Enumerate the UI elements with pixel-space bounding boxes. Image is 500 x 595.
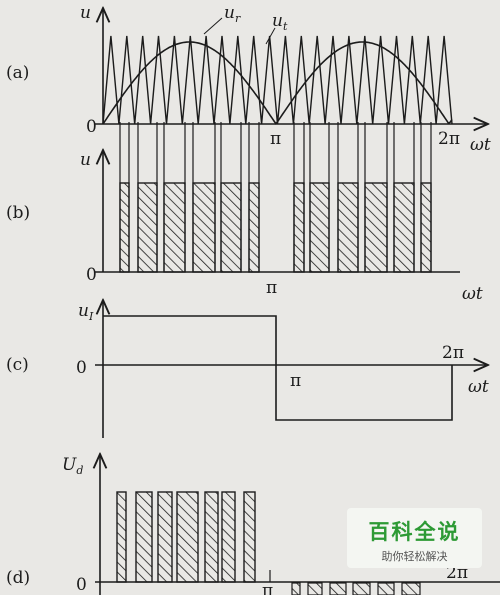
ref-leader-line [203, 17, 223, 35]
pwm-pulse [220, 182, 242, 273]
carrier-label: ut [272, 11, 288, 33]
dc-pulse-negative [307, 582, 323, 595]
panel-a-pi-tick: π [270, 129, 281, 149]
carrier-triangle-wave [102, 35, 453, 125]
panel-b: (b) u 0 π ωt [6, 150, 483, 304]
panel-d-tag: (d) [6, 568, 30, 588]
watermark-badge: 百科全说 助你轻松解决 [347, 508, 482, 568]
dc-pulse-negative [401, 582, 421, 595]
pwm-pulse [393, 182, 415, 273]
pwm-pulse [337, 182, 359, 273]
reference-sine-wave [102, 41, 453, 125]
dc-pulse [157, 491, 173, 583]
pwm-pulse [364, 182, 388, 273]
dc-pulse-negative [291, 582, 301, 595]
pwm-pulse [119, 182, 130, 273]
pwm-pulse [192, 182, 216, 273]
panel-a-2pi-tick: 2π [438, 129, 460, 149]
panel-d-y-label: Ud [62, 455, 83, 477]
panel-c-x-label: ωt [468, 377, 489, 397]
pwm-pulse [309, 182, 330, 273]
panel-c-pi-tick: π [290, 371, 301, 391]
pwm-pulse [248, 182, 260, 273]
carrier-leader-line [265, 27, 276, 45]
panel-c-origin: 0 [76, 358, 87, 378]
panel-c-tag: (c) [6, 355, 29, 375]
dc-pulse-negative [352, 582, 371, 595]
pwm-pulse [163, 182, 186, 273]
pwm-pulse [420, 182, 432, 273]
current-square-wave [103, 315, 453, 421]
panel-d-origin: 0 [76, 575, 87, 595]
panel-d-pi-tick: π [262, 581, 273, 595]
panel-b-y-label: u [80, 150, 91, 170]
dc-pulse [221, 491, 236, 583]
dc-pulse [176, 491, 199, 583]
pwm-pulse [137, 182, 158, 273]
reference-label: ur [224, 3, 241, 25]
dc-pulse-negative [329, 582, 347, 595]
panel-c: (c) uI 0 π 2π ωt [6, 300, 489, 438]
panel-b-pi-tick: π [266, 278, 277, 298]
panel-d-2pi-tick: 2π [446, 563, 468, 583]
panel-a-origin: 0 [86, 117, 97, 137]
panel-c-2pi-tick: 2π [442, 343, 464, 363]
panel-a-x-label: ωt [470, 135, 491, 155]
panel-b-origin: 0 [86, 265, 97, 285]
watermark-subtitle: 助你轻松解决 [381, 550, 448, 563]
pwm-pulse-train [119, 182, 432, 273]
dc-pulse [116, 491, 127, 583]
panel-d: (d) Ud 0 π 2π [6, 454, 500, 595]
dc-pulse-negative [377, 582, 395, 595]
dc-pulse [204, 491, 219, 583]
dc-pulse [243, 491, 256, 583]
dc-pulse [135, 491, 153, 583]
panel-a-tag: (a) [6, 63, 29, 83]
panel-c-y-label: uI [78, 301, 94, 323]
panel-b-x-label: ωt [462, 284, 483, 304]
panel-a-y-label: u [80, 3, 91, 23]
pwm-pulse [293, 182, 305, 273]
watermark-title: 百科全说 [368, 520, 461, 544]
panel-b-tag: (b) [6, 203, 30, 223]
dc-current-pulses [116, 491, 421, 595]
